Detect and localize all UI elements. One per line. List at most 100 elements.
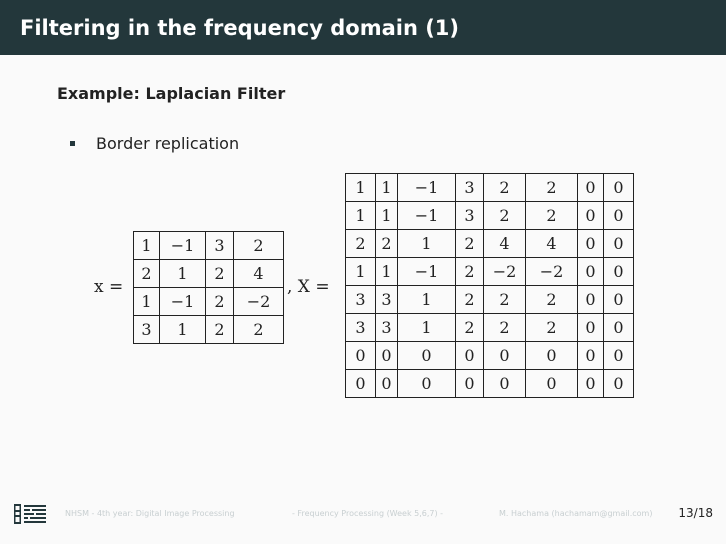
bullet-text: Border replication [96,134,240,153]
matrix-cell: 0 [603,173,634,202]
matrix-cell: 2 [375,229,398,258]
matrix-cell: 3 [375,313,398,342]
matrix-cell: 1 [133,231,160,260]
bullet-icon [70,141,75,146]
matrix-cell: −2 [525,257,578,286]
matrix-cell: 2 [525,173,578,202]
matrix-cell: 0 [577,201,604,230]
matrix-cell: 2 [483,173,526,202]
matrix-cell: −2 [483,257,526,286]
matrix-cell: 1 [397,285,456,314]
matrix-cell: 0 [577,341,604,370]
matrix-cell: 3 [455,201,484,230]
slide-title: Filtering in the frequency domain (1) [20,15,460,40]
X-matrix-row: 3 3 1 2 2 2 0 0 [345,285,634,314]
footer-course: NHSM - 4th year: Digital Image Processin… [65,509,235,518]
nhsm-logo-icon [14,504,46,524]
matrix-cell: −1 [397,201,456,230]
matrix-cell: 0 [603,341,634,370]
matrix-cell: 3 [455,173,484,202]
matrix-cell: −1 [397,173,456,202]
example-heading: Example: Laplacian Filter [57,84,286,103]
matrix-cell: 2 [205,259,234,288]
matrix-cell: 2 [483,285,526,314]
slide-header: Filtering in the frequency domain (1) [0,0,726,55]
X-matrix-row: 0 0 0 0 0 0 0 0 [345,369,634,398]
matrix-cell: 0 [345,341,376,370]
matrix-cell: 0 [603,257,634,286]
matrix-cell: 0 [397,369,456,398]
X-matrix-label: , X = [287,277,330,297]
matrix-cell: 0 [577,285,604,314]
matrix-cell: 0 [577,313,604,342]
matrix-cell: 0 [603,285,634,314]
matrix-cell: 0 [483,341,526,370]
matrix-cell: 2 [345,229,376,258]
matrix-cell: 1 [397,229,456,258]
slide-footer: NHSM - 4th year: Digital Image Processin… [0,500,726,530]
footer-author: M. Hachama (hachamam@gmail.com) [499,509,653,518]
footer-topic: - Frequency Processing (Week 5,6,7) - [292,509,444,518]
matrix-cell: 2 [233,315,284,344]
matrix-cell: 0 [577,229,604,258]
matrix-cell: 3 [205,231,234,260]
x-matrix-row: 2 1 2 4 [133,259,284,288]
matrix-cell: 1 [375,257,398,286]
matrix-cell: 0 [455,369,484,398]
matrix-cell: 4 [233,259,284,288]
matrix-cell: 2 [455,313,484,342]
matrix-cell: 1 [375,201,398,230]
X-matrix-row: 1 1 −1 3 2 2 0 0 [345,173,634,202]
matrix-cell: 0 [603,201,634,230]
X-matrix-row: 2 2 1 2 4 4 0 0 [345,229,634,258]
matrix-cell: 2 [233,231,284,260]
matrix-cell: 0 [603,369,634,398]
x-matrix-row: 1 −1 3 2 [133,231,284,260]
x-matrix-row: 3 1 2 2 [133,315,284,344]
matrix-cell: 3 [345,285,376,314]
X-matrix-row: 3 3 1 2 2 2 0 0 [345,313,634,342]
matrix-cell: 0 [345,369,376,398]
matrix-cell: 1 [397,313,456,342]
matrix-cell: 1 [345,173,376,202]
X-matrix-row: 1 1 −1 2 −2 −2 0 0 [345,257,634,286]
X-matrix-row: 1 1 −1 3 2 2 0 0 [345,201,634,230]
matrix-cell: 2 [455,285,484,314]
matrix-cell: 0 [603,313,634,342]
matrix-cell: 1 [159,259,206,288]
matrix-cell: 4 [483,229,526,258]
matrix-cell: 1 [375,173,398,202]
matrix-cell: 0 [577,173,604,202]
matrix-cell: 0 [525,341,578,370]
matrix-cell: 0 [577,257,604,286]
matrix-cell: 1 [133,287,160,316]
matrix-cell: 3 [375,285,398,314]
matrix-cell: 2 [483,313,526,342]
matrix-cell: 0 [525,369,578,398]
matrix-cell: 1 [345,201,376,230]
matrix-cell: 0 [577,369,604,398]
matrix-cell: 0 [483,369,526,398]
matrix-cell: 2 [483,201,526,230]
matrix-cell: −1 [397,257,456,286]
x-matrix-label: x = [94,277,124,297]
matrix-cell: 0 [375,369,398,398]
bullet-item: Border replication [70,134,239,153]
matrix-cell: 3 [133,315,160,344]
matrix-cell: 2 [133,259,160,288]
matrix-cell: 2 [455,229,484,258]
matrix-cell: 0 [397,341,456,370]
matrix-cell: 2 [525,313,578,342]
matrix-cell: −1 [159,231,206,260]
matrix-cell: 2 [455,257,484,286]
matrix-cell: 2 [525,201,578,230]
matrix-cell: 0 [375,341,398,370]
matrix-cell: 2 [525,285,578,314]
matrix-cell: 2 [205,315,234,344]
matrix-cell: 3 [345,313,376,342]
matrix-cell: 0 [603,229,634,258]
x-matrix-row: 1 −1 2 −2 [133,287,284,316]
page-number: 13/18 [678,506,713,520]
matrix-cell: 1 [159,315,206,344]
matrix-cell: −1 [159,287,206,316]
